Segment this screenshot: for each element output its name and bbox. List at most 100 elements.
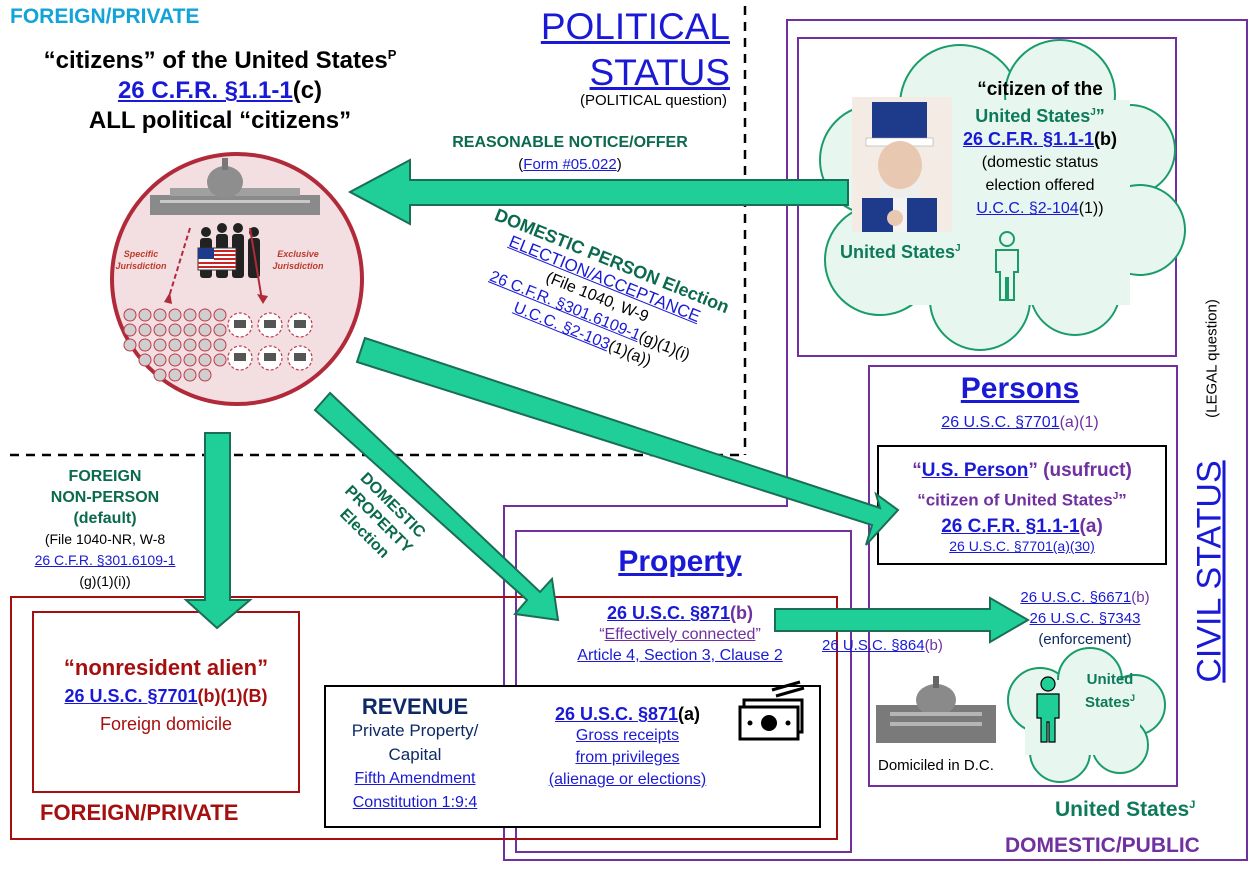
cloud-us-text: United States — [975, 106, 1091, 126]
citizen-of-us-quote: ” — [1118, 490, 1127, 510]
political-status-title: POLITICAL STATUS — [520, 4, 730, 96]
cfr-b-suffix: (b) — [1094, 129, 1118, 149]
cloud-us-label-sup: J — [955, 243, 961, 254]
citizen-of-us-line: “citizen of United StatesJ” — [880, 484, 1164, 514]
flow-arrows — [183, 158, 1030, 644]
usc-871a-link[interactable]: 26 U.S.C. §871 — [554, 704, 679, 724]
legal-question-note: (LEGAL question) — [1203, 299, 1221, 418]
cfr-a-link[interactable]: 26 C.F.R. §1.1-1 — [941, 515, 1080, 537]
ucc-2104-link[interactable]: U.C.C. §2-104 — [976, 200, 1079, 217]
usc-864-link[interactable]: 26 U.S.C. §864 — [822, 637, 925, 654]
cloud-citizen-line2: United StatesJ” — [945, 101, 1135, 128]
exclusive-jurisdiction-label: Exclusive Jurisdiction — [262, 248, 334, 272]
revenue-capital: Capital — [388, 745, 442, 764]
foreign-label: FOREIGN — [68, 468, 142, 485]
cfr-c-link[interactable]: 26 C.F.R. §1.1-1 — [117, 77, 293, 104]
small-cloud-states: States — [1084, 694, 1130, 711]
us-person-line: “U.S. Person” (usufruct) — [880, 458, 1164, 484]
small-cloud-sup: J — [1130, 693, 1136, 703]
citizen-of-us-block: “citizen of the United StatesJ” 26 C.F.R… — [945, 78, 1135, 220]
domestic-public-frame — [503, 19, 1248, 861]
political-status-line2[interactable]: STATUS — [589, 52, 730, 93]
political-question-note: (POLITICAL question) — [579, 92, 727, 109]
usc-864-line: 26 U.S.C. §864(b) — [822, 637, 943, 654]
revenue-title: REVENUE — [361, 694, 469, 719]
united-states-footer: United StatesJ — [1055, 798, 1195, 822]
all-political-line: ALL political “citizens” — [88, 107, 352, 134]
citizens-line: “citizens” of the United StatesP — [20, 40, 420, 76]
cfr-b-link[interactable]: 26 C.F.R. §1.1-1 — [962, 129, 1095, 149]
foreign-cfr-link[interactable]: 26 C.F.R. §301.6109-1 — [34, 552, 176, 568]
usc-6671-link[interactable]: 26 U.S.C. §6671 — [1020, 589, 1132, 606]
united-states-footer-sup: J — [1189, 799, 1196, 811]
usc-7701-a30-link[interactable]: 26 U.S.C. §7701(a)(30) — [949, 538, 1095, 554]
specific-jurisdiction-label: Specific Jurisdiction — [105, 248, 177, 272]
citizen-of-us-sup: J — [1112, 491, 1119, 502]
usc-6671-suffix: (b) — [1131, 589, 1150, 606]
enforcement-note: (enforcement) — [1038, 631, 1132, 648]
revenue-box — [324, 685, 821, 828]
usc-7701-a1-suffix: (a)(1) — [1059, 414, 1099, 431]
foreign-private-heading: FOREIGN/PRIVATE — [10, 5, 200, 28]
persons-title[interactable]: Persons — [960, 372, 1080, 405]
usc-871b-suffix: (b) — [730, 603, 754, 623]
usc-871b-link[interactable]: 26 U.S.C. §871 — [606, 603, 731, 623]
persons-usc-line: 26 U.S.C. §7701(a)(1) — [900, 414, 1140, 432]
foreign-cfr-suffix: (g)(1)(i)) — [79, 573, 131, 589]
fifth-amendment-link[interactable]: Fifth Amendment — [354, 770, 476, 787]
effectively-connected-link[interactable]: Effectively connected — [604, 626, 756, 643]
cloud-citizen-line1: “citizen of the — [977, 79, 1103, 100]
exclusive-label-1: Exclusive — [277, 249, 319, 259]
nonperson-label: NON-PERSON — [50, 489, 160, 506]
property-title[interactable]: Property — [618, 545, 742, 578]
form-05022-link[interactable]: Form #05.022 — [523, 156, 617, 173]
domiciled-label: Domiciled in D.C. — [878, 757, 994, 774]
person-outline-icon — [995, 231, 1019, 301]
political-status-line1[interactable]: POLITICAL — [540, 6, 730, 47]
civil-status-title[interactable]: CIVIL STATUS — [1190, 460, 1229, 683]
usc-7701-b-link[interactable]: 26 U.S.C. §7701 — [64, 686, 198, 706]
revenue-block: REVENUE Private Property/ Capital Fifth … — [330, 695, 500, 815]
citizen-of-us-text: “citizen of United States — [917, 490, 1113, 510]
usc-864-suffix: (b) — [924, 637, 943, 654]
jurisdiction-circle — [110, 152, 364, 406]
from-privileges-link[interactable]: from privileges — [575, 749, 680, 766]
arrow-enforcement — [774, 596, 1030, 644]
specific-label-1: Specific — [123, 249, 159, 259]
alienage-elections-link[interactable]: (alienage or elections) — [548, 771, 707, 788]
cfr-a-suffix: (a) — [1079, 515, 1103, 537]
property-871b-block: 26 U.S.C. §871(b) “Effectively connected… — [525, 603, 835, 666]
cfr-a-line: 26 C.F.R. §1.1-1(a) — [880, 514, 1164, 540]
constitution-link[interactable]: Constitution 1:9:4 — [352, 794, 478, 811]
political-citizens-block: “citizens” of the United StatesP 26 C.F.… — [20, 40, 420, 136]
nonresident-block: “nonresident alien” 26 U.S.C. §7701(b)(1… — [35, 654, 297, 738]
arrow-notice — [347, 158, 849, 226]
cloud-election-offered: election offered — [985, 177, 1095, 194]
notice-title: REASONABLE NOTICE/OFFER — [452, 134, 688, 151]
article-4-link[interactable]: Article 4, Section 3, Clause 2 — [577, 647, 783, 664]
foreign-domicile: Foreign domicile — [99, 714, 233, 734]
usc-871a-suffix: (a) — [678, 704, 701, 724]
us-person-box — [877, 445, 1167, 565]
usc-7701-a1-link[interactable]: 26 U.S.C. §7701 — [941, 414, 1060, 431]
us-person-link[interactable]: U.S. Person — [921, 460, 1029, 481]
arrow-foreign-default — [183, 432, 253, 630]
nonresident-title: “nonresident alien” — [63, 655, 269, 680]
cloud-us-quote: ” — [1095, 106, 1105, 126]
gross-receipts-link[interactable]: Gross receipts — [575, 727, 680, 744]
revenue-private-property: Private Property/ — [351, 721, 479, 740]
citizens-text: “citizens” of the United States — [43, 47, 388, 74]
us-person-block: “U.S. Person” (usufruct) “citizen of Uni… — [880, 458, 1164, 540]
person-solid-icon — [1036, 676, 1060, 743]
usc-7343-link[interactable]: 26 U.S.C. §7343 — [1029, 610, 1141, 627]
arrow-domestic-person — [355, 336, 900, 546]
usc-7701-b-suffix: (b)(1)(B) — [197, 686, 268, 706]
cloud-us-sup: J — [1090, 107, 1096, 118]
foreign-nonperson-block: FOREIGN NON-PERSON (default) (File 1040-… — [15, 466, 195, 592]
enforcement-block: 26 U.S.C. §6671(b) 26 U.S.C. §7343 (enfo… — [1000, 587, 1170, 650]
arrow-domestic-property — [313, 391, 560, 622]
effectively-open: “ — [599, 626, 605, 643]
capitol-image — [876, 676, 996, 743]
specific-label-2: Jurisdiction — [115, 261, 167, 271]
